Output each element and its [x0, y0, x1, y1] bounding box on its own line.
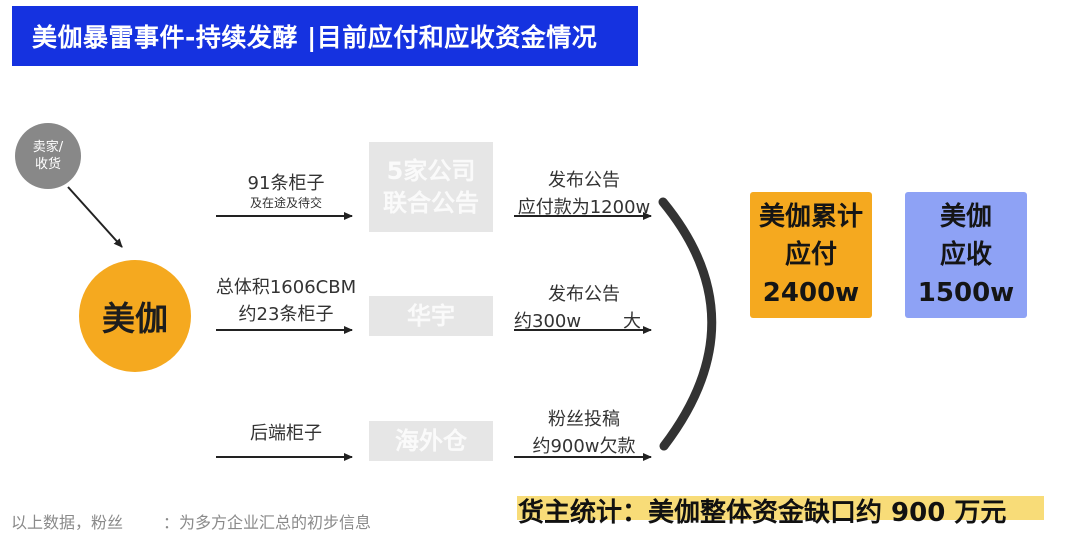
seller-circle: 卖家/ 收货 [15, 123, 81, 189]
payable-box: 美伽累计 应付 2400w [750, 192, 872, 318]
company1-line1: 5家公司 [386, 157, 476, 185]
footnote-part1: 以上数据，粉丝 [11, 513, 124, 532]
row3-right-top: 粉丝投稿 [548, 409, 620, 430]
payable-amount: 2400w [762, 278, 860, 308]
receivable-amount: 1500w [917, 278, 1015, 308]
receivable-line1: 美伽 [939, 202, 992, 232]
footnote-part2: ：为多方企业汇总的初步信息 [163, 513, 372, 532]
footnote: 以上数据，粉丝 ：为多方企业汇总的初步信息 [11, 509, 371, 533]
row1-right-bottom: 应付款为1200w [517, 197, 651, 218]
arrow-source-to-main [67, 186, 123, 248]
row2-right-bottom: 约300w [514, 311, 582, 332]
row1-right-top: 发布公告 [548, 170, 620, 191]
conclusion-highlight [517, 496, 1044, 520]
receivable-line2: 应收 [939, 240, 992, 270]
company3-line1: 海外仓 [395, 427, 467, 455]
company1-line2: 联合公告 [383, 189, 479, 217]
seller-line2: 收货 [34, 157, 61, 172]
row3-right-bottom: 约900w欠款 [532, 436, 636, 457]
row2-left-main: 总体积1606CBM [215, 277, 357, 298]
row2-right-top: 发布公告 [548, 284, 620, 305]
row1-left-main: 91条柜子 [247, 173, 325, 194]
row3-left-main: 后端柜子 [250, 423, 322, 444]
payable-line1: 美伽累计 [758, 202, 863, 232]
company-box-5-companies: 5家公司 联合公告 [369, 142, 493, 232]
payable-line2: 应付 [784, 240, 837, 270]
company-box-huayu: 华宇 [369, 296, 493, 336]
seller-line1: 卖家/ [32, 140, 64, 155]
receivable-box: 美伽 应收 1500w [905, 192, 1027, 318]
row2-left-sub: 约23条柜子 [238, 304, 334, 325]
row2-right-tail: 大 [623, 311, 641, 332]
page-title: 美伽暴雷事件-持续发酵 |目前应付和应收资金情况 [12, 6, 638, 66]
meijia-circle: 美伽 [79, 260, 191, 372]
title-text: 美伽暴雷事件-持续发酵 |目前应付和应收资金情况 [32, 23, 598, 52]
company2-line1: 华宇 [407, 302, 455, 330]
company-box-overseas-warehouse: 海外仓 [369, 421, 493, 461]
meijia-label: 美伽 [102, 299, 168, 338]
right-brace-arc [658, 197, 717, 451]
row1-left-sub: 及在途及待交 [249, 196, 322, 210]
conclusion-text: 货主统计：美伽整体资金缺口约 900 万元 [518, 498, 1007, 528]
